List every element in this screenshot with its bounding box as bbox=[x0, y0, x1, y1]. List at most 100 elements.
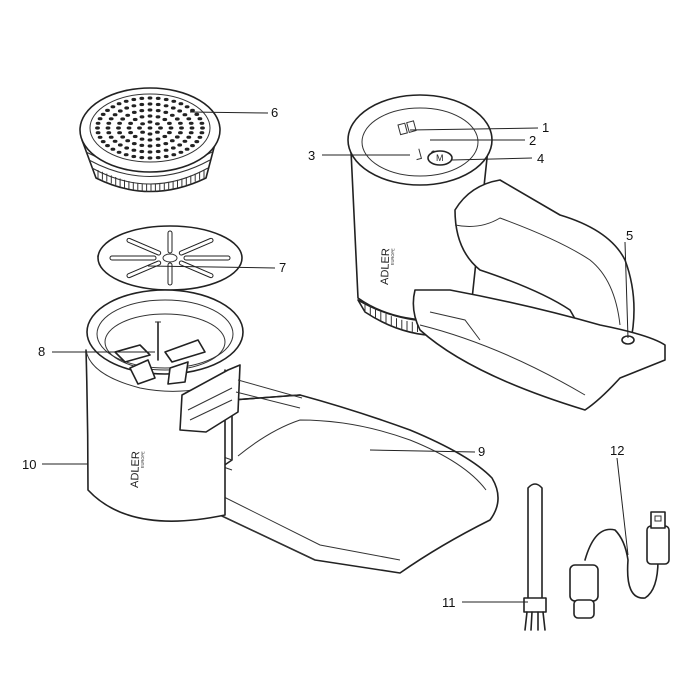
cap-hole bbox=[137, 126, 142, 130]
cap-hole bbox=[120, 135, 126, 139]
cap-hole bbox=[147, 138, 153, 142]
cap-hole bbox=[116, 126, 121, 130]
cap-hole bbox=[197, 117, 203, 121]
cap-hole bbox=[125, 139, 131, 143]
cap-hole bbox=[126, 126, 132, 130]
cap-hole bbox=[97, 117, 103, 121]
cap-hole bbox=[105, 126, 111, 130]
cap-hole bbox=[190, 144, 195, 148]
cap-hole bbox=[182, 113, 188, 117]
cap-hole bbox=[177, 143, 183, 147]
cap-hole bbox=[147, 120, 153, 124]
cap-hole bbox=[186, 117, 192, 121]
cap-hole bbox=[123, 99, 129, 103]
cap-hole bbox=[117, 121, 122, 125]
cap-hole bbox=[105, 108, 110, 112]
body-brand-tagline: EUROPE bbox=[140, 451, 146, 468]
callout-9: 9 bbox=[478, 444, 485, 459]
cap-hole bbox=[155, 109, 161, 113]
callout-11: 11 bbox=[442, 595, 456, 610]
assembled-device: ADLER EUROPE M bbox=[347, 94, 666, 411]
cap-hole bbox=[132, 117, 138, 122]
cap-hole bbox=[100, 140, 106, 144]
device-brand-logo: ADLER bbox=[379, 248, 392, 285]
cap-hole bbox=[170, 146, 176, 150]
cap-hole bbox=[139, 115, 145, 119]
cap-hole bbox=[167, 121, 172, 125]
cap-hole bbox=[124, 146, 130, 150]
cap-hole bbox=[186, 135, 192, 139]
callout-1: 1 bbox=[542, 120, 549, 135]
cap-hole bbox=[168, 126, 174, 130]
cap-hole bbox=[179, 126, 184, 130]
cap-hole bbox=[95, 131, 101, 135]
cap-hole bbox=[163, 142, 169, 146]
cap-hole bbox=[163, 104, 169, 108]
cap-hole bbox=[105, 144, 110, 148]
cap-hole bbox=[178, 121, 183, 125]
cap-hole bbox=[163, 148, 169, 152]
cap-hole bbox=[162, 134, 168, 139]
cap-hole bbox=[155, 122, 160, 126]
cap-hole bbox=[167, 131, 172, 135]
cap-hole bbox=[163, 154, 169, 159]
control-panel: M bbox=[397, 120, 453, 166]
cap-hole bbox=[199, 121, 205, 125]
cap-hole bbox=[174, 117, 180, 121]
cap-hole bbox=[123, 153, 129, 157]
cap-hole bbox=[131, 110, 137, 114]
cap-hole bbox=[158, 126, 163, 130]
cap-hole bbox=[147, 96, 153, 100]
callout-10: 10 bbox=[22, 457, 36, 472]
cap-hole bbox=[131, 97, 137, 102]
cap-hole bbox=[110, 105, 116, 109]
cap-hole bbox=[117, 109, 123, 113]
cap-hole bbox=[140, 130, 146, 134]
cleaning-brush bbox=[523, 483, 547, 631]
main-body: ADLER EUROPE bbox=[85, 289, 303, 522]
cap-hole bbox=[139, 156, 145, 160]
cap-hole bbox=[155, 156, 161, 160]
leader-lines bbox=[42, 111, 629, 603]
cap-hole bbox=[106, 121, 112, 125]
cap-hole bbox=[178, 102, 184, 106]
cap-hole bbox=[171, 99, 177, 103]
disc-slot-inner bbox=[179, 261, 213, 278]
cap-hole bbox=[162, 117, 168, 122]
cap-hole bbox=[116, 150, 122, 154]
disc-slot-inner bbox=[127, 261, 161, 278]
cap-hole bbox=[147, 126, 153, 130]
mode-button[interactable]: M bbox=[427, 150, 453, 166]
cap-hole bbox=[116, 102, 122, 106]
cap-hole bbox=[178, 150, 184, 154]
callout-3: 3 bbox=[308, 148, 315, 163]
callout-12: 12 bbox=[610, 443, 624, 458]
callout-4: 4 bbox=[537, 151, 544, 166]
cap-hole bbox=[140, 122, 146, 126]
body-brand-logo: ADLER bbox=[129, 451, 142, 488]
cap-hole bbox=[139, 149, 145, 154]
disc-slot-inner bbox=[127, 238, 161, 255]
callout-6: 6 bbox=[271, 105, 278, 120]
cap-hole bbox=[139, 96, 145, 100]
cap-hole bbox=[117, 143, 123, 147]
cap-hole bbox=[184, 105, 190, 109]
usb-cable bbox=[569, 511, 670, 619]
blade-disc bbox=[97, 225, 243, 291]
cap-hole bbox=[147, 156, 153, 160]
cap-hole bbox=[131, 104, 137, 108]
cap-hole bbox=[95, 126, 100, 130]
cap-hole bbox=[125, 113, 131, 117]
level-bars-icon bbox=[397, 120, 417, 136]
cap-hole bbox=[108, 117, 114, 121]
cap-hole bbox=[124, 106, 130, 110]
cap-hole bbox=[182, 139, 188, 143]
cap-hole bbox=[147, 132, 153, 136]
cap-hole bbox=[163, 97, 169, 102]
cap-hole bbox=[128, 121, 134, 125]
callout-8: 8 bbox=[38, 344, 45, 359]
cap-hole bbox=[112, 139, 118, 143]
cap-hole bbox=[110, 147, 116, 151]
callout-2: 2 bbox=[529, 133, 536, 148]
